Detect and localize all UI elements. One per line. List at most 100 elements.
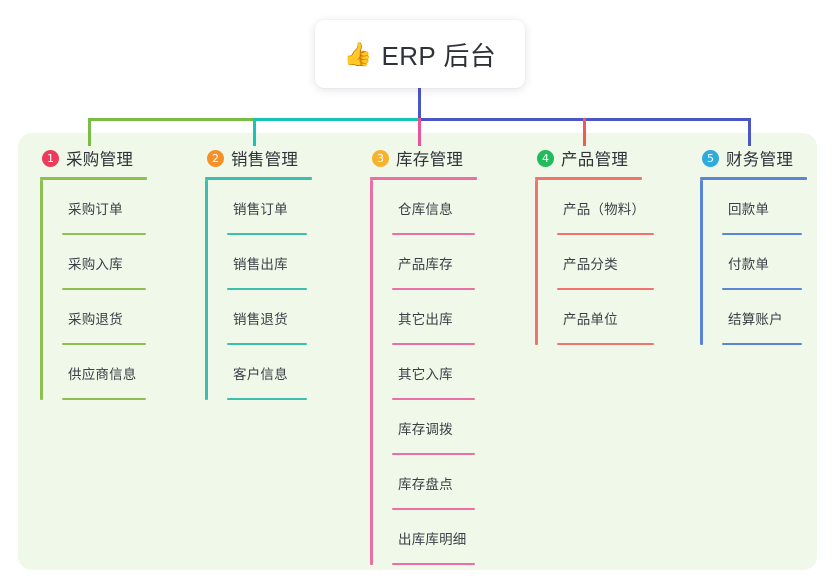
branch-items-finance: 回款单付款单结算账户 (700, 180, 807, 345)
branch-spine (40, 180, 43, 400)
branch-number-badge: 3 (372, 149, 389, 167)
branch-item-label: 销售退货 (233, 311, 288, 327)
branch-spine (205, 180, 208, 400)
branch-item-underline (392, 508, 475, 510)
branch-item[interactable]: 供应商信息 (62, 345, 147, 400)
segment-green (88, 118, 254, 121)
branch-item[interactable]: 结算账户 (722, 290, 807, 345)
branch-item-underline (392, 288, 475, 290)
stem-col-5 (748, 118, 751, 146)
branch-title: 财务管理 (726, 151, 794, 169)
branch-item-label: 库存调拨 (398, 421, 453, 437)
branch-header-underline (370, 177, 477, 180)
branch-item-label: 产品分类 (563, 256, 618, 272)
branch-item-underline (557, 233, 654, 235)
branch-item[interactable]: 库存盘点 (392, 455, 477, 510)
branch-item[interactable]: 采购入库 (62, 235, 147, 290)
branch-header-underline (40, 177, 147, 180)
branch-item-label: 采购退货 (68, 311, 123, 327)
branch-item[interactable]: 其它入库 (392, 345, 477, 400)
stem-col-1 (88, 118, 91, 146)
branch-item[interactable]: 仓库信息 (392, 180, 477, 235)
branch-item-underline (227, 233, 307, 235)
branch-item-underline (62, 288, 146, 290)
branch-item-label: 仓库信息 (398, 201, 453, 217)
branch-item-underline (722, 343, 802, 345)
branch-title: 采购管理 (66, 151, 134, 169)
branch-item[interactable]: 销售出库 (227, 235, 312, 290)
branch-item[interactable]: 其它出库 (392, 290, 477, 345)
root-node-title: ERP 后台 (381, 40, 497, 71)
segment-blue-1 (418, 118, 584, 121)
branch-item[interactable]: 回款单 (722, 180, 807, 235)
branch-header-underline (700, 177, 807, 180)
branch-number-badge: 4 (537, 149, 554, 167)
branch-item-underline (62, 398, 146, 400)
stem-col-2 (253, 118, 256, 146)
branch-column-finance: 5 财务管理回款单付款单结算账户 (700, 145, 807, 345)
branch-item-label: 采购入库 (68, 256, 123, 272)
branch-item-underline (392, 233, 475, 235)
branch-header-underline (205, 177, 312, 180)
branch-column-purchase: 1 采购管理采购订单采购入库采购退货供应商信息 (40, 145, 147, 400)
branch-title: 产品管理 (561, 151, 629, 169)
branch-item-label: 销售订单 (233, 201, 288, 217)
branch-item[interactable]: 付款单 (722, 235, 807, 290)
branch-item[interactable]: 产品库存 (392, 235, 477, 290)
branch-header-purchase[interactable]: 1 采购管理 (40, 145, 147, 171)
segment-teal (253, 118, 419, 121)
branch-header-underline (535, 177, 642, 180)
branch-item-underline (392, 453, 475, 455)
root-stem (418, 88, 421, 120)
branch-column-product: 4 产品管理产品（物料） 产品分类产品单位 (535, 145, 654, 345)
branch-item-underline (227, 343, 307, 345)
branch-number-badge: 1 (42, 149, 59, 167)
branch-item-underline (227, 288, 307, 290)
branch-item-underline (392, 398, 475, 400)
branch-item[interactable]: 销售订单 (227, 180, 312, 235)
branch-item[interactable]: 产品单位 (557, 290, 654, 345)
branch-item-label: 客户信息 (233, 366, 288, 382)
branch-item-underline (557, 288, 654, 290)
branch-item-underline (62, 343, 146, 345)
branch-item[interactable]: 出库库明细 (392, 510, 477, 565)
branch-item-underline (722, 288, 802, 290)
branch-item[interactable]: 采购退货 (62, 290, 147, 345)
branch-item-label: 付款单 (728, 256, 770, 272)
branch-item[interactable]: 客户信息 (227, 345, 312, 400)
branch-items-purchase: 采购订单采购入库采购退货供应商信息 (40, 180, 147, 400)
branch-item-underline (722, 233, 802, 235)
branch-item-underline (392, 343, 475, 345)
branch-item-underline (62, 233, 146, 235)
branch-item-label: 回款单 (728, 201, 770, 217)
branch-item-label: 结算账户 (728, 311, 783, 327)
branch-item-label: 其它出库 (398, 311, 453, 327)
branch-item-label: 库存盘点 (398, 476, 453, 492)
branch-title: 销售管理 (231, 151, 299, 169)
stem-col-3 (418, 118, 421, 146)
branch-item[interactable]: 库存调拨 (392, 400, 477, 455)
branch-items-product: 产品（物料） 产品分类产品单位 (535, 180, 654, 345)
root-node-card[interactable]: 👍 ERP 后台 (315, 20, 525, 88)
branch-items-sales: 销售订单销售出库销售退货客户信息 (205, 180, 312, 400)
branch-number-badge: 5 (702, 149, 719, 167)
stem-col-4 (583, 118, 586, 146)
branch-item-label: 供应商信息 (68, 366, 137, 382)
branch-spine (700, 180, 703, 345)
branch-item[interactable]: 采购订单 (62, 180, 147, 235)
segment-blue-2 (583, 118, 750, 121)
branch-item-label: 其它入库 (398, 366, 453, 382)
branch-header-product[interactable]: 4 产品管理 (535, 145, 645, 171)
branch-item[interactable]: 产品分类 (557, 235, 654, 290)
thumbs-up-icon: 👍 (343, 40, 373, 67)
branch-item-label: 产品（物料） (563, 201, 646, 217)
branch-header-finance[interactable]: 5 财务管理 (700, 145, 807, 171)
branch-items-inventory: 仓库信息产品库存其它出库其它入库库存调拨库存盘点出库库明细 (370, 180, 477, 565)
branch-item[interactable]: 产品（物料） (557, 180, 654, 235)
branch-item[interactable]: 销售退货 (227, 290, 312, 345)
